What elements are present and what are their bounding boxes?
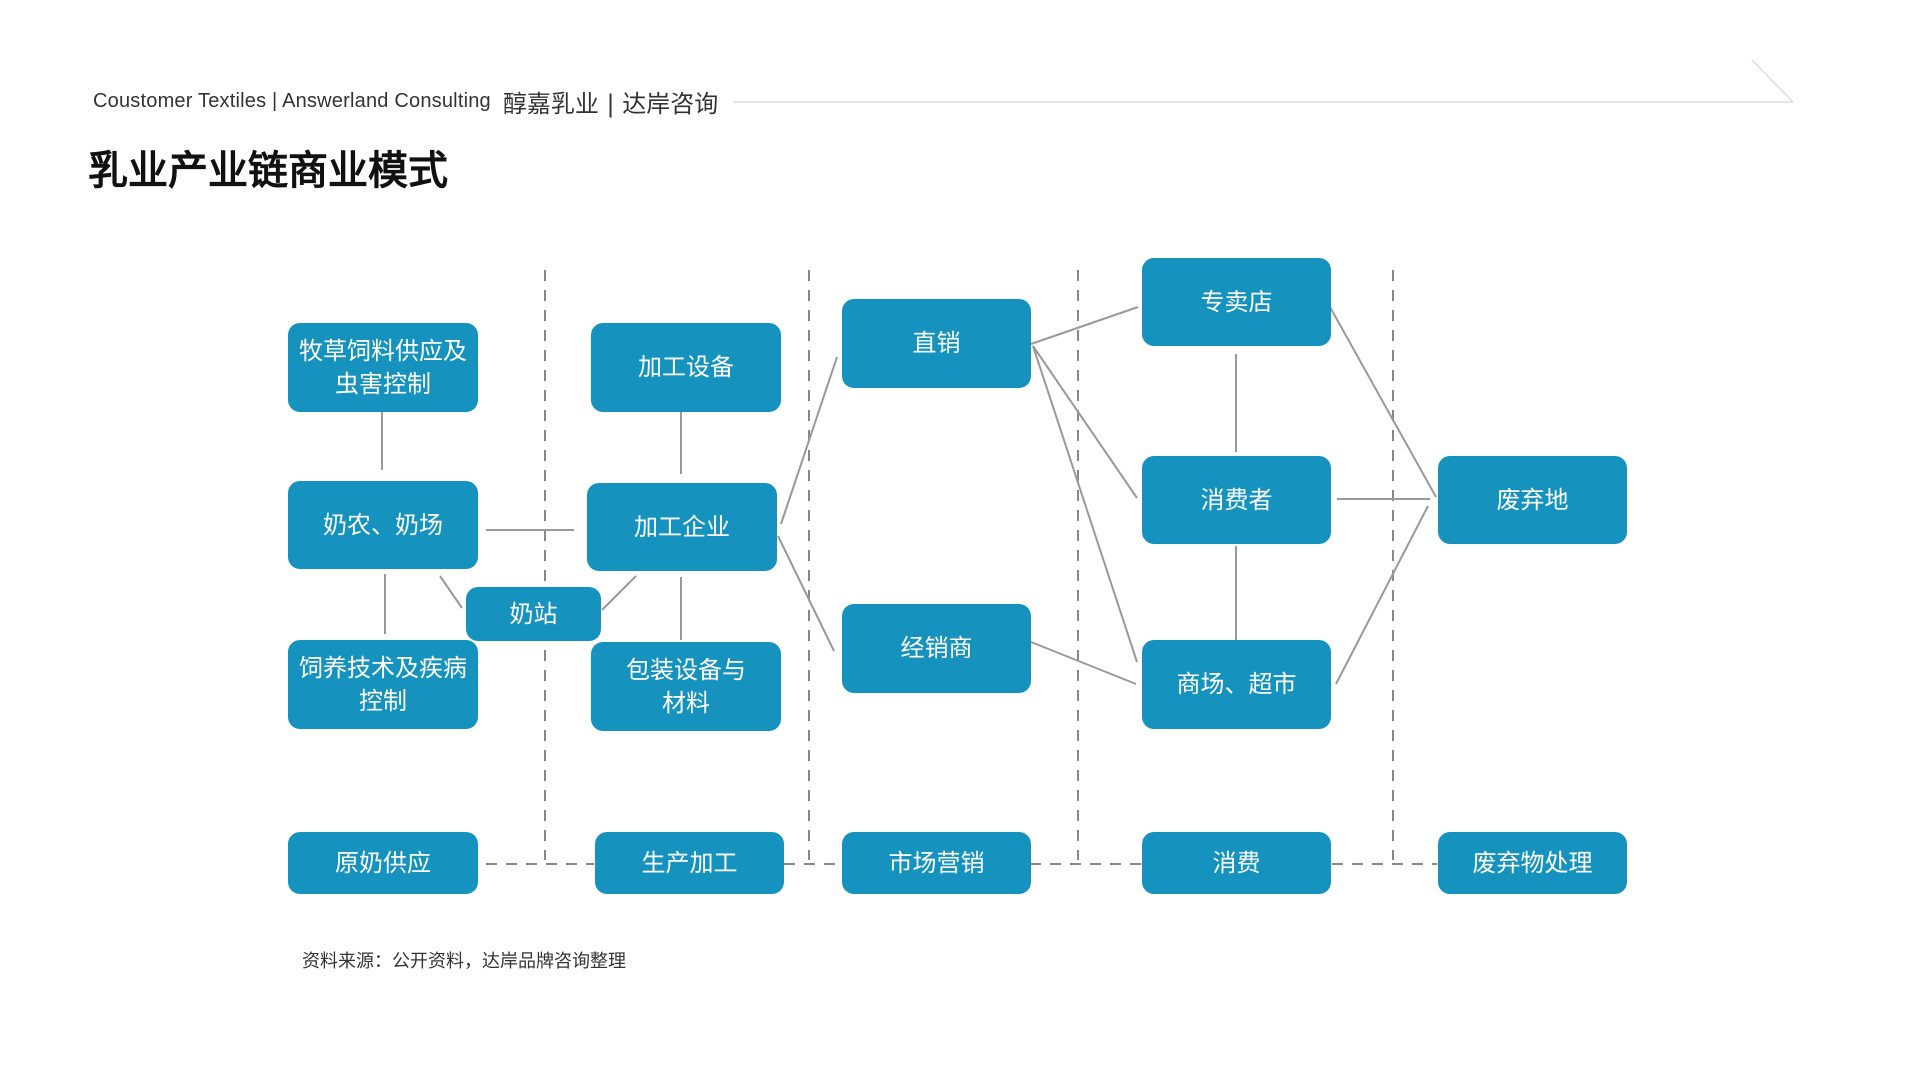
header-brand-en: Coustomer Textiles | Answerland Consulti… — [93, 89, 491, 112]
stage-consumption-label: 消费 — [1212, 848, 1261, 877]
link-direct-specialty — [1030, 306, 1139, 345]
node-mall-supermarket-label: 商场、超市 — [1176, 670, 1297, 698]
stage-raw-milk-supply: 原奶供应 — [288, 832, 478, 894]
node-specialty-store: 专卖店 — [1142, 258, 1331, 346]
node-forage-supply: 牧草饲料供应及 虫害控制 — [288, 323, 478, 412]
page-header: Coustomer Textiles | Answerland Consulti… — [93, 86, 719, 118]
node-direct-sales-label: 直销 — [912, 329, 961, 357]
node-disposal-site-label: 废弃地 — [1496, 485, 1569, 514]
node-dairy-farm-label: 奶农、奶场 — [323, 510, 443, 539]
node-specialty-store-label: 专卖店 — [1200, 287, 1273, 316]
node-processing-enterprise-label: 加工企业 — [634, 512, 730, 541]
stage-waste-disposal: 废弃物处理 — [1438, 832, 1627, 894]
header-brand-cn: 醇嘉乳业 | 达岸咨询 — [502, 89, 719, 118]
page-title: 乳业产业链商业模式 — [88, 147, 448, 194]
stage-marketing-label: 市场营销 — [888, 848, 985, 877]
node-milk-station: 奶站 — [466, 587, 601, 641]
stage-waste-disposal-label: 废弃物处理 — [1472, 848, 1593, 877]
node-milk-station-label: 奶站 — [509, 599, 558, 628]
link-mall-disposal — [1335, 505, 1429, 685]
corner-accent — [1751, 59, 1794, 103]
node-packaging-materials-label: 包装设备与 材料 — [626, 655, 746, 717]
node-processing-enterprise: 加工企业 — [587, 483, 777, 571]
node-distributor: 经销商 — [842, 604, 1031, 693]
node-forage-supply-label: 牧草饲料供应及 虫害控制 — [299, 336, 467, 398]
stage-raw-milk-supply-label: 原奶供应 — [335, 848, 431, 877]
node-consumer-label: 消费者 — [1200, 485, 1273, 514]
node-processing-equipment-label: 加工设备 — [638, 353, 734, 381]
node-distributor-label: 经销商 — [900, 634, 973, 662]
node-breeding-tech-label: 饲养技术及疾病 控制 — [299, 653, 467, 715]
node-dairy-farm: 奶农、奶场 — [288, 481, 478, 569]
link-direct-mall — [1032, 345, 1138, 663]
node-packaging-materials: 包装设备与 材料 — [591, 642, 781, 731]
node-breeding-tech: 饲养技术及疾病 控制 — [288, 640, 478, 729]
node-mall-supermarket: 商场、超市 — [1142, 640, 1331, 729]
link-distributor-mall — [1030, 641, 1137, 685]
link-station-processing — [601, 575, 637, 611]
stage-marketing: 市场营销 — [842, 832, 1031, 894]
link-direct-consumer — [1032, 345, 1138, 499]
node-disposal-site: 废弃地 — [1438, 456, 1627, 544]
node-consumer: 消费者 — [1142, 456, 1331, 544]
stage-production: 生产加工 — [595, 832, 784, 894]
link-processing-direct — [780, 356, 838, 525]
stage-consumption: 消费 — [1142, 832, 1331, 894]
node-processing-equipment: 加工设备 — [591, 323, 781, 412]
source-note: 资料来源：公开资料，达岸品牌咨询整理 — [302, 951, 626, 972]
link-dairy-station — [439, 575, 463, 609]
stage-production-label: 生产加工 — [641, 848, 738, 877]
node-direct-sales: 直销 — [842, 299, 1031, 388]
link-specialty-disposal — [1329, 306, 1437, 498]
link-processing-distributor — [777, 535, 835, 652]
